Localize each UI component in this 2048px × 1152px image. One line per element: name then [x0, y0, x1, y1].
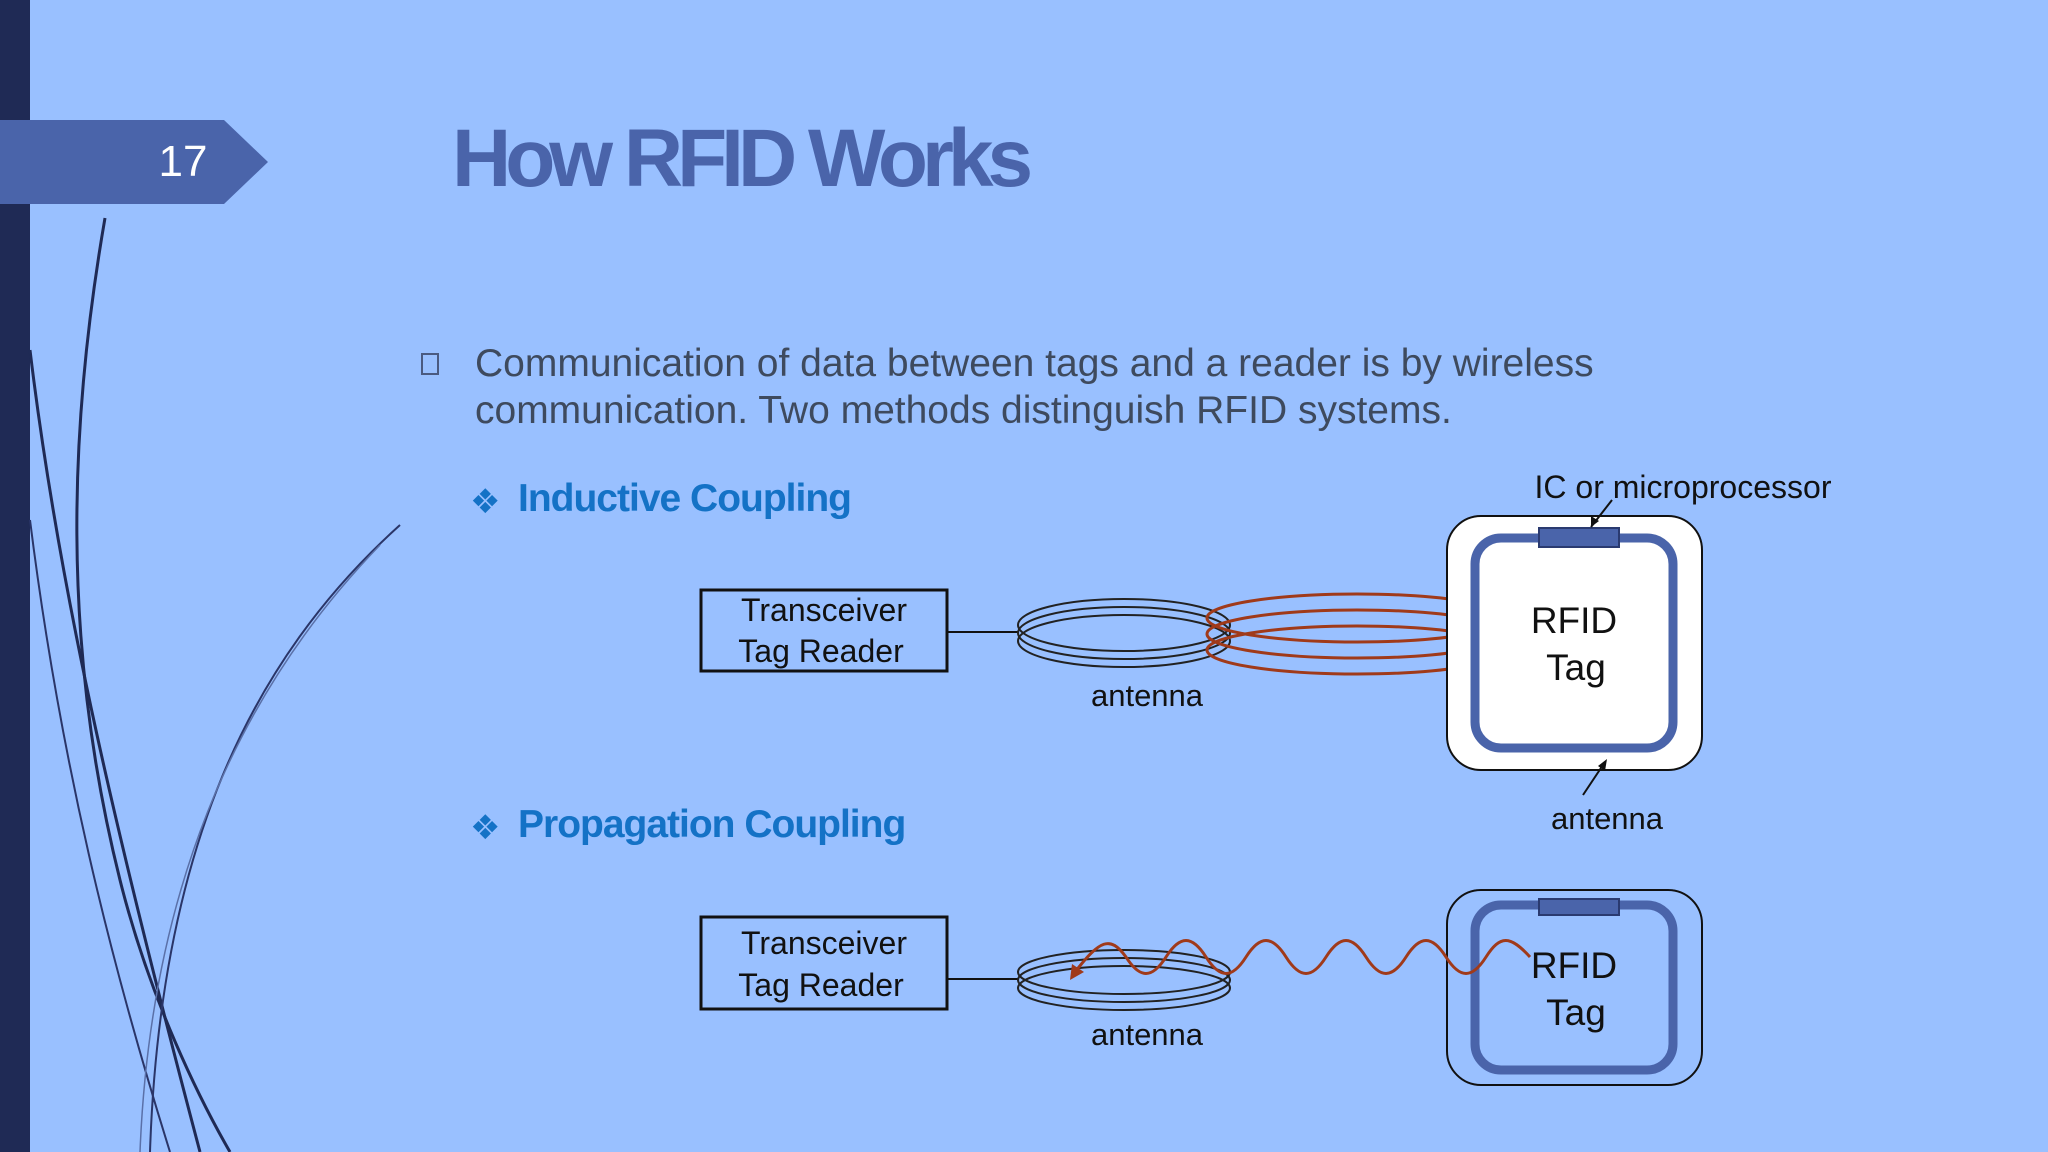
tag-antenna-label: antenna	[1551, 801, 1664, 836]
propagation-diagram: Transceiver Tag Reader antenna RFID Tag	[699, 889, 1703, 1086]
bullet-box-icon	[421, 353, 439, 375]
reader-antenna-coil	[1017, 598, 1231, 668]
section-propagation-coupling: Propagation Coupling	[518, 803, 906, 846]
antenna-label: antenna	[1091, 1017, 1204, 1052]
ic-label: IC or microprocessor	[1535, 469, 1832, 505]
reader-label: Tag Reader	[738, 633, 904, 669]
reader-label: Transceiver	[741, 925, 907, 961]
ic-chip	[1538, 898, 1620, 916]
diamond-bullet-icon: ❖	[470, 483, 501, 521]
reader-antenna-coil	[1017, 949, 1231, 1011]
reader-box	[699, 915, 949, 1011]
reader-label: Tag Reader	[738, 967, 904, 1003]
arrow-head-icon	[1591, 516, 1599, 527]
arrow-head-icon	[1598, 759, 1607, 771]
slide-number: 17	[158, 137, 208, 186]
inductive-diagram: Transceiver Tag Reader antenna RFID Tag …	[699, 469, 1832, 836]
reader-box	[699, 588, 949, 673]
tag-label: Tag	[1546, 992, 1606, 1033]
tag-antenna-loop	[1470, 900, 1678, 1075]
slide-number-tab	[0, 120, 268, 204]
body-paragraph: Communication of data between tags and a…	[475, 342, 1594, 432]
reader-label: Transceiver	[741, 592, 907, 628]
ic-chip	[1538, 527, 1620, 548]
arrow-head-icon	[1070, 964, 1084, 980]
radio-wave	[1073, 939, 1532, 975]
antenna-label: antenna	[1091, 678, 1204, 713]
tag-outer	[1446, 889, 1703, 1086]
slide-title: How RFID Works	[452, 113, 1033, 204]
tag-outer	[1446, 515, 1703, 771]
tag-label: RFID	[1531, 945, 1617, 986]
tag-label: RFID	[1531, 600, 1617, 641]
diamond-bullet-icon: ❖	[470, 809, 501, 847]
tag-label: Tag	[1546, 647, 1606, 688]
section-inductive-coupling: Inductive Coupling	[518, 477, 852, 520]
